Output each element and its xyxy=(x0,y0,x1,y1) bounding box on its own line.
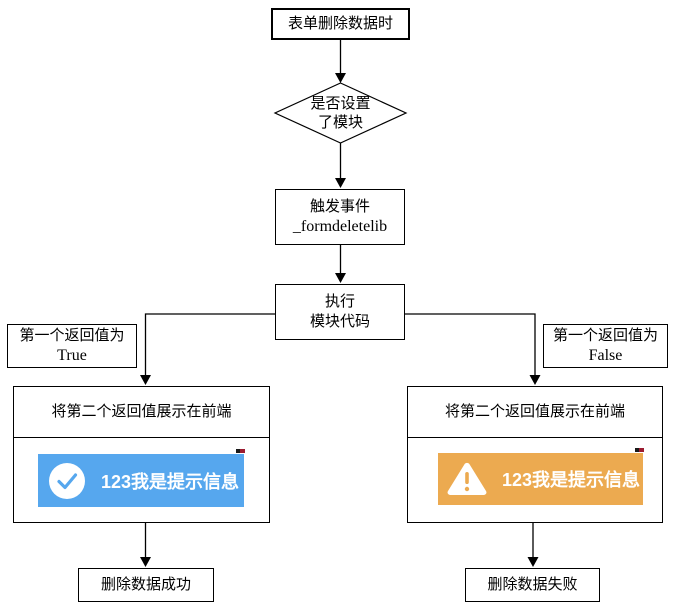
toast-success: 123我是提示信息 xyxy=(38,454,244,507)
arrowhead-display-true xyxy=(140,375,151,385)
node-label-line1: 执行 xyxy=(324,294,355,310)
arrowhead-display-false xyxy=(529,375,541,385)
display-box-title: 将第二个返回值展示在前端 xyxy=(14,387,269,438)
node-label-line1: 触发事件 xyxy=(309,199,370,215)
node-label-line2: 了模块 xyxy=(317,115,363,131)
toast-corner-mark xyxy=(236,449,245,453)
decision-diamond-shape xyxy=(273,82,408,144)
node-label-line1: 是否设置 xyxy=(310,96,371,112)
toast-message: 123我是提示信息 xyxy=(502,470,641,490)
node-form-delete-start: 表单删除数据时 xyxy=(271,8,410,40)
node-label: 表单删除数据时 xyxy=(287,16,393,32)
node-label-line2: 模块代码 xyxy=(309,314,370,330)
arrowhead-trigger xyxy=(335,178,346,188)
node-delete-fail: 删除数据失败 xyxy=(465,568,600,602)
label-first-return-false: 第一个返回值为 False xyxy=(543,324,668,368)
node-label-line2: _formdeletelib xyxy=(292,218,388,235)
connector-execute-to-left xyxy=(144,313,275,375)
node-trigger-event: 触发事件 _formdeletelib xyxy=(275,189,405,245)
warning-triangle-icon xyxy=(447,462,487,496)
label-line1: 第一个返回值为 xyxy=(552,328,658,344)
node-label: 删除数据失败 xyxy=(487,577,578,593)
node-decision-module-set: 是否设置 了模块 xyxy=(275,94,406,134)
node-label: 删除数据成功 xyxy=(100,577,191,593)
arrowhead-end-fail xyxy=(527,557,539,567)
arrowhead-decision xyxy=(335,73,346,83)
connector-execute-to-right xyxy=(405,313,536,375)
display-box-title: 将第二个返回值展示在前端 xyxy=(408,387,662,438)
node-execute-module-code: 执行 模块代码 xyxy=(275,284,405,340)
arrowhead-end-success xyxy=(140,557,151,567)
label-line2: True xyxy=(57,347,87,364)
node-delete-success: 删除数据成功 xyxy=(78,568,214,602)
label-first-return-true: 第一个返回值为 True xyxy=(7,324,137,368)
toast-corner-mark xyxy=(635,448,644,452)
toast-warning: 123我是提示信息 xyxy=(438,453,643,505)
toast-message: 123我是提示信息 xyxy=(101,471,240,492)
label-line2: False xyxy=(588,347,623,364)
arrowhead-execute xyxy=(335,273,346,283)
label-line1: 第一个返回值为 xyxy=(19,328,125,344)
success-check-icon xyxy=(49,462,85,499)
